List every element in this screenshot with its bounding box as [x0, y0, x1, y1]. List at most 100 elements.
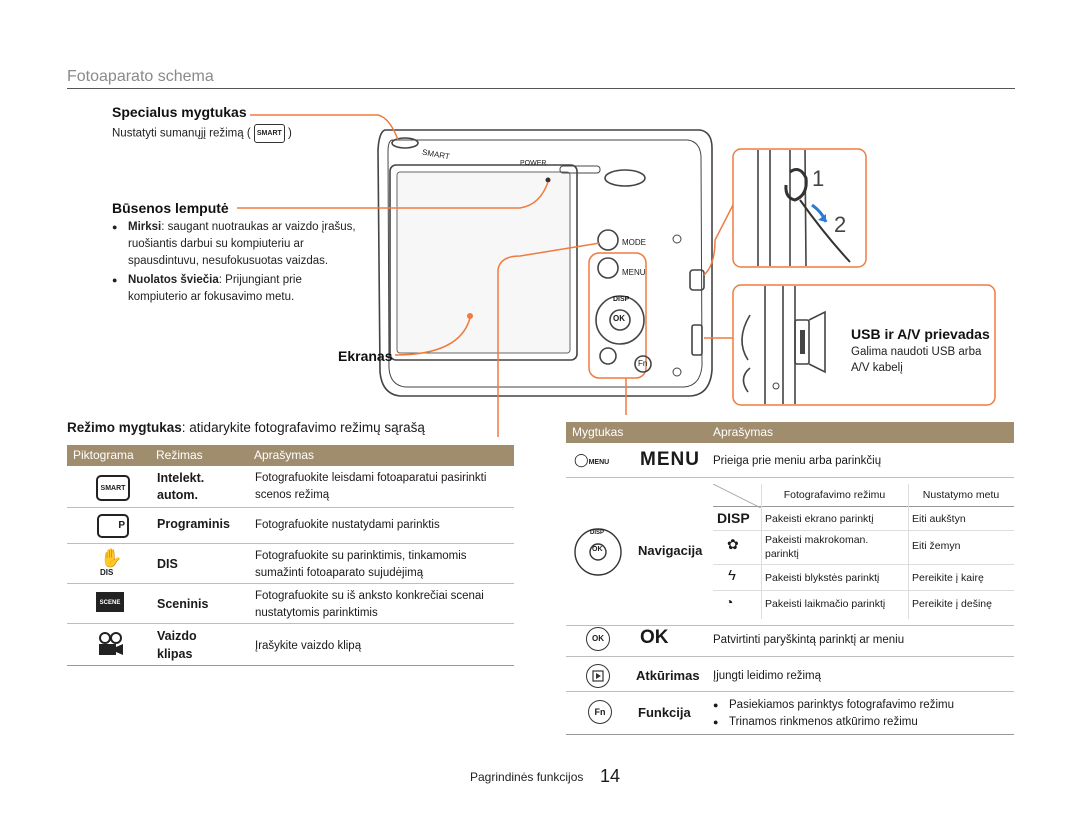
function-bullet: Pasiekiamos parinktys fotografavimo reži… [713, 697, 954, 714]
row-divider [713, 506, 1014, 507]
row-divider [713, 564, 1014, 565]
nav-inner-table: Fotografavimo režimu Nustatymo metu DISP… [713, 484, 1014, 619]
movie-icon [96, 632, 124, 661]
row-divider [67, 583, 514, 584]
nav-disp-mark: DISP [590, 530, 605, 536]
function-label: Funkcija [638, 705, 691, 720]
mode-button-desc: Režimo mygtukas: atidarykite fotografavi… [67, 420, 425, 435]
mode-label: MODE [622, 238, 646, 247]
nav-cell: Pakeisti blykstės parinktį [765, 572, 880, 584]
nav-header-setting: Nustatymo metu [922, 489, 1000, 501]
row-divider [566, 625, 1014, 626]
menu-button-icon: ◯MENU [574, 452, 610, 467]
button-table-header-desc: Aprašymas [713, 425, 774, 439]
nav-cell: Pereikite į kairę [912, 572, 984, 584]
row-divider [566, 734, 1014, 735]
usb-port-line2: A/V kabelį [851, 362, 903, 374]
ok-button-desc: Patvirtinti paryškintą parinktį ar meniu [713, 634, 905, 646]
mode-table-header-mode: Režimas [156, 448, 203, 462]
row-divider [67, 623, 514, 624]
nav-ok-mark: OK [592, 546, 603, 553]
mode-name-2: autom. [157, 488, 198, 502]
mode-desc: Fotografuokite nustatydami parinktis [255, 519, 440, 531]
playback-label: Atkūrimas [636, 668, 700, 683]
nav-cell: Eiti aukštyn [912, 513, 966, 525]
timer-icon: ◔ [725, 594, 734, 610]
nav-cell: Pereikite į dešinę [912, 598, 992, 610]
nav-cell: Eiti žemyn [912, 540, 961, 552]
row-divider [713, 530, 1014, 531]
mode-name: Vaizdo [157, 629, 197, 643]
button-table-header-button: Mygtukas [572, 425, 624, 439]
fn-button-icon: Fn [588, 700, 612, 724]
menu-button-desc: Prieiga prie meniu arba parinkčių [713, 455, 882, 467]
mode-table-header: Piktograma Režimas Aprašymas [67, 445, 514, 466]
row-divider [713, 590, 1014, 591]
screen-title: Ekranas [338, 348, 393, 364]
row-divider [67, 665, 514, 666]
row-divider [67, 543, 514, 544]
mode-table-header-icon: Piktograma [73, 448, 134, 462]
status-lamp-list: Mirksi: saugant nuotraukas ar vaizdo įra… [112, 219, 362, 306]
col-divider [908, 484, 909, 619]
mode-desc: Fotografuokite leisdami fotoaparatui pas… [255, 472, 487, 501]
usb-port-title: USB ir A/V prievadas [851, 326, 990, 342]
dis-icon: DIS [100, 568, 114, 577]
nav-header-shoot: Fotografavimo režimu [783, 489, 886, 501]
ok-label: OK [613, 314, 625, 323]
smart-mode-icon: SMART [253, 124, 285, 143]
row-divider [566, 691, 1014, 692]
menu-label: MENU [622, 268, 646, 277]
status-lamp-blink: Mirksi: saugant nuotraukas ar vaizdo įra… [112, 219, 362, 270]
mode-table-header-desc: Aprašymas [254, 448, 315, 462]
smart-button-text-end: ) [287, 127, 292, 140]
navigation-label: Navigacija [638, 543, 703, 558]
row-divider [67, 507, 514, 508]
menu-button-label: MENU [640, 449, 700, 470]
playback-desc: Įjungti leidimo režimą [713, 670, 822, 682]
macro-icon: ✿ [727, 536, 739, 552]
disp-icon: DISP [717, 510, 750, 526]
mode-name: Intelekt. [157, 471, 205, 485]
function-bullet: Trinamos rinkmenos atkūrimo režimu [713, 714, 954, 731]
smart-button-title: Specialus mygtukas [112, 104, 247, 120]
mode-name-2: klipas [157, 647, 193, 661]
usb-port-line1: Galima naudoti USB arba [851, 346, 982, 358]
program-icon: P [97, 514, 129, 538]
mode-desc: Įrašykite vaizdo klipą [255, 640, 362, 652]
nav-cell: Pakeisti ekrano parinktį [765, 513, 874, 525]
mode-name: DIS [157, 557, 178, 571]
flash-icon: ϟ [728, 567, 736, 584]
playback-button-icon [586, 664, 610, 688]
ok-button-icon: OK [586, 627, 610, 651]
scene-icon: SCENE [96, 592, 124, 612]
mode-name: Programinis [157, 517, 230, 531]
ok-button-label: OK [640, 627, 669, 648]
nav-pad-icon [573, 527, 623, 582]
power-label: POWER [520, 160, 547, 167]
footer-section: Pagrindinės funkcijos [470, 770, 584, 784]
mode-desc: Fotografuokite su parinktimis, tinkamomi… [255, 550, 467, 579]
status-lamp-steady: Nuolatos šviečia: Prijungiant prie kompi… [112, 272, 362, 306]
mode-desc: Fotografuokite su iš anksto konkrečiai s… [255, 590, 484, 619]
dis-hand-icon: ✋ [100, 548, 123, 568]
row-divider [566, 477, 1014, 478]
strap-step-1: 1 [812, 166, 825, 191]
status-lamp-title: Būsenos lemputė [112, 200, 229, 216]
smart-button-desc: Nustatyti sumanųjį režimą ( SMART ) [112, 124, 292, 143]
title-divider [67, 88, 1015, 89]
strap-step-2: 2 [834, 212, 847, 237]
smart-auto-icon: SMART [96, 475, 130, 501]
page-title: Fotoaparato schema [67, 68, 214, 85]
button-table-header: Mygtukas Aprašymas [566, 422, 1014, 443]
row-divider [566, 656, 1014, 657]
page-number: 14 [600, 766, 621, 786]
col-divider [761, 484, 762, 619]
smart-button-text: Nustatyti sumanųjį režimą ( [112, 127, 251, 140]
mode-name: Sceninis [157, 597, 209, 611]
fn-label: Fn [638, 359, 648, 368]
function-bullets: Pasiekiamos parinktys fotografavimo reži… [713, 697, 954, 731]
nav-cell: Pakeisti makrokoman. parinktį [765, 534, 869, 560]
disp-label: DISP [613, 296, 630, 303]
